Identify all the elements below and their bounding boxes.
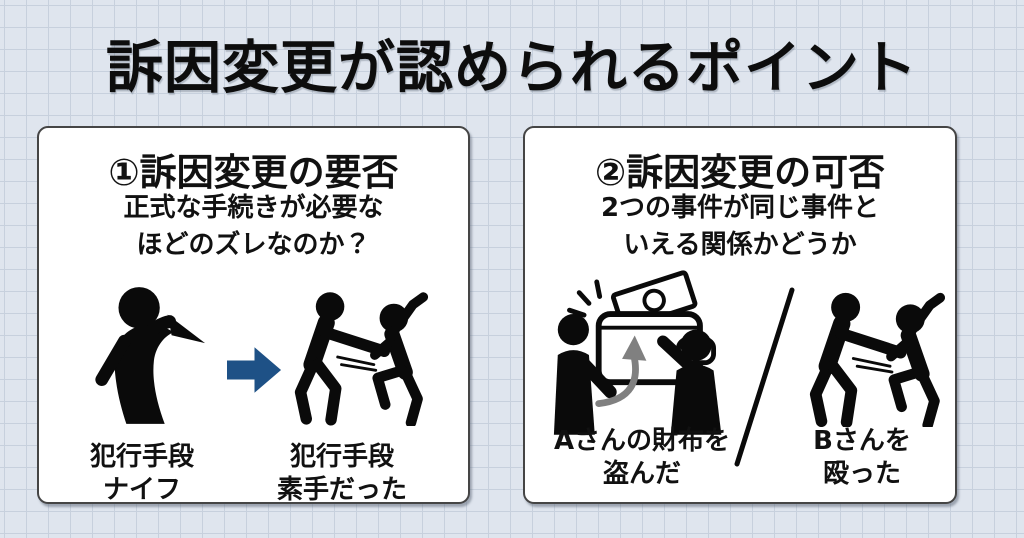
- assault-caption-line2: 殴った: [822, 459, 901, 489]
- right-card-subtitle: 2つの事件が同じ事件と いえる関係かどうか: [525, 190, 955, 264]
- theft-caption-line2: 盗んだ: [602, 459, 681, 489]
- slash-divider: [730, 286, 800, 468]
- after-caption: 犯行手段 素手だった: [242, 441, 442, 507]
- theft-caption: Aさんの財布を 盗んだ: [532, 425, 752, 491]
- before-caption: 犯行手段 ナイフ: [42, 441, 242, 507]
- right-card-subtitle-line1: 2つの事件が同じ事件と: [600, 193, 880, 223]
- left-card-subtitle-line1: 正式な手続きが必要な: [123, 193, 384, 223]
- blue-right-arrow-icon: [227, 346, 282, 394]
- right-card-subtitle-line2: いえる関係かどうか: [623, 230, 857, 260]
- punching-assault-icon: [292, 288, 430, 426]
- after-caption-line1: 犯行手段: [289, 442, 394, 472]
- left-card-subtitle-line2: ほどのズレなのか？: [136, 230, 371, 260]
- person-with-knife-icon: [87, 284, 207, 424]
- card-permissibility-of-amendment: ②訴因変更の可否 2つの事件が同じ事件と いえる関係かどうか: [523, 126, 957, 504]
- theft-caption-line1: Aさんの財布を: [553, 426, 731, 456]
- punching-assault-icon: [807, 290, 947, 427]
- card-necessity-of-amendment: ①訴因変更の要否 正式な手続きが必要な ほどのズレなのか？: [37, 126, 470, 507]
- wallet-theft-icon: [550, 270, 735, 436]
- right-card-title: ②訴因変更の可否: [594, 151, 886, 194]
- left-card-title: ①訴因変更の要否: [108, 151, 399, 194]
- assault-caption-line1: Bさんを: [813, 426, 911, 456]
- after-caption-line2: 素手だった: [276, 475, 407, 505]
- before-caption-line1: 犯行手段: [89, 442, 194, 472]
- before-caption-line2: ナイフ: [102, 475, 181, 505]
- assault-caption: Bさんを 殴った: [777, 425, 947, 491]
- left-card-subtitle: 正式な手続きが必要な ほどのズレなのか？: [39, 190, 468, 264]
- page-title: 訴因変更が認められるポイント: [106, 35, 918, 101]
